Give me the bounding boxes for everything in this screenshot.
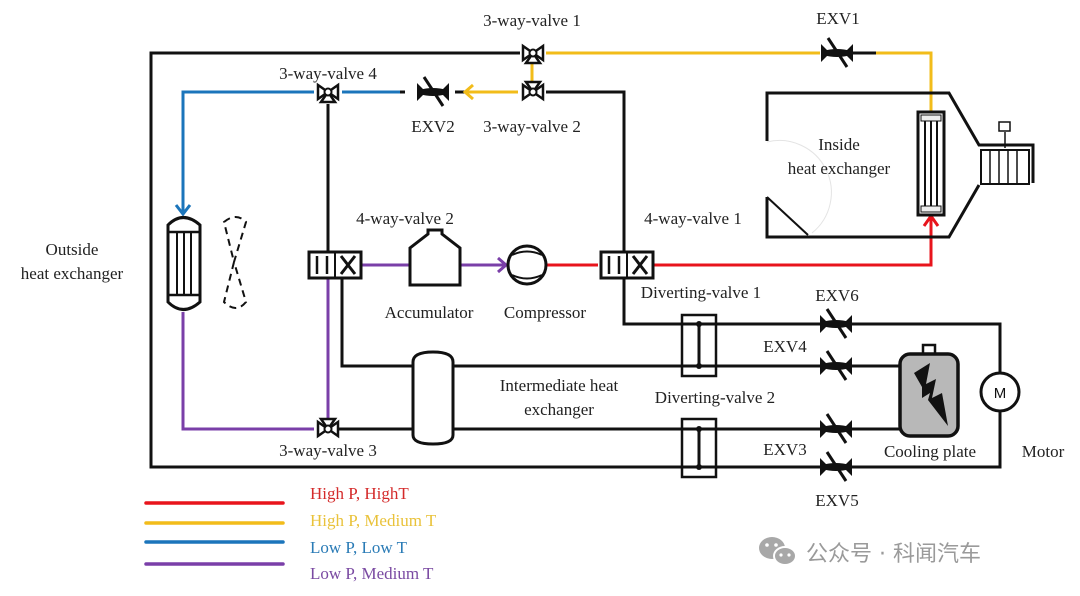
label-compressor: Compressor xyxy=(504,303,587,322)
label-exv5: EXV5 xyxy=(815,491,858,510)
inside-heat-exchanger-icon xyxy=(916,110,946,217)
motor-symbol: M xyxy=(994,385,1007,402)
outside-heat-exchanger-icon xyxy=(166,216,202,311)
three-way-valve-2[interactable] xyxy=(521,80,545,101)
legend-item: High P, Medium T xyxy=(144,511,437,530)
wechat-icon xyxy=(759,537,797,566)
legend-item: Low P, Low T xyxy=(144,538,408,557)
intermediate-heat-exchanger-icon xyxy=(411,350,455,446)
legend-item: High P, HighT xyxy=(144,484,409,505)
label-four-way-valve-2: 4-way-valve 2 xyxy=(356,209,454,228)
accumulator-icon xyxy=(408,228,462,287)
diverting-valve-2[interactable] xyxy=(680,417,718,479)
compressor-icon xyxy=(506,244,548,286)
cooling-plate-icon xyxy=(898,343,960,438)
label-exv4: EXV4 xyxy=(763,337,807,356)
four-way-valve-2[interactable] xyxy=(307,250,363,280)
exv2-valve-icon[interactable] xyxy=(415,75,451,108)
label-exv1: EXV1 xyxy=(816,9,859,28)
label-exv3: EXV3 xyxy=(763,440,806,459)
label-three-way-valve-4: 3-way-valve 4 xyxy=(279,64,377,83)
watermark-text: 公众号 · 科闻汽车 xyxy=(806,542,981,567)
three-way-valve-4[interactable] xyxy=(316,83,340,104)
motor-icon: M xyxy=(979,371,1021,413)
diverting-valve-1[interactable] xyxy=(680,313,718,378)
label-intermediate-hx-2: exchanger xyxy=(524,400,594,419)
legend: High P, HighT High P, Medium T Low P, Lo… xyxy=(144,484,437,583)
pipe-low-p-medium-t xyxy=(181,312,314,431)
label-outside-hx-2: heat exchanger xyxy=(21,264,124,283)
purple-pipes xyxy=(181,256,509,431)
label-three-way-valve-1: 3-way-valve 1 xyxy=(483,11,581,30)
three-way-valve-1[interactable] xyxy=(521,44,545,65)
exv1-valve-icon[interactable] xyxy=(819,36,855,69)
legend-item: Low P, Medium T xyxy=(144,562,434,583)
exv3-valve-icon[interactable] xyxy=(818,412,854,445)
label-exv6: EXV6 xyxy=(815,286,858,305)
pipe-low-p-low-t xyxy=(181,90,314,214)
legend-label: Low P, Low T xyxy=(310,538,408,557)
label-three-way-valve-2: 3-way-valve 2 xyxy=(483,117,581,136)
label-cooling-plate: Cooling plate xyxy=(884,442,976,461)
label-inside-hx-2: heat exchanger xyxy=(788,159,891,178)
hvac-box xyxy=(765,91,1035,239)
legend-label: High P, HighT xyxy=(310,484,409,503)
label-outside-hx-1: Outside xyxy=(46,240,99,259)
blue-pipes xyxy=(174,90,400,217)
exv5-valve-icon[interactable] xyxy=(818,450,854,483)
exv4-valve-icon[interactable] xyxy=(818,349,854,382)
exv6-valve-icon[interactable] xyxy=(818,307,854,340)
label-inside-hx-1: Inside xyxy=(818,135,860,154)
label-three-way-valve-3: 3-way-valve 3 xyxy=(279,441,377,460)
four-way-valve-1[interactable] xyxy=(599,250,655,280)
label-diverting-valve-2: Diverting-valve 2 xyxy=(655,388,775,407)
label-exv2: EXV2 xyxy=(411,117,454,136)
legend-label: Low P, Medium T xyxy=(310,564,434,583)
fan-icon xyxy=(222,216,248,309)
label-motor: Motor xyxy=(1022,442,1065,461)
label-four-way-valve-1: 4-way-valve 1 xyxy=(644,209,742,228)
label-intermediate-hx-1: Intermediate heat xyxy=(500,376,619,395)
watermark: 公众号 · 科闻汽车 xyxy=(759,537,981,567)
label-diverting-valve-1: Diverting-valve 1 xyxy=(641,283,761,302)
three-way-valve-3[interactable] xyxy=(316,417,340,438)
label-accumulator: Accumulator xyxy=(385,303,474,322)
legend-label: High P, Medium T xyxy=(310,511,437,530)
